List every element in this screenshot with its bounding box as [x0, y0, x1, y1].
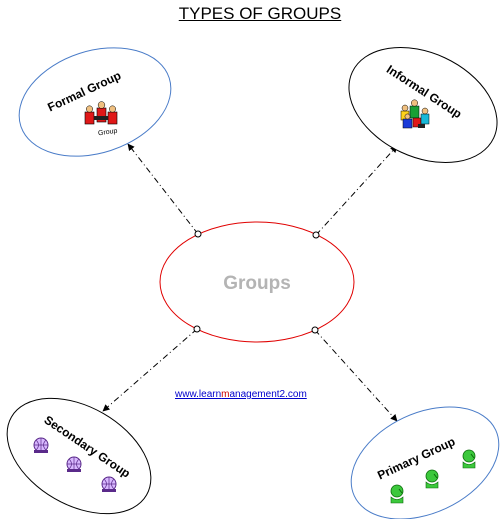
connector-formal — [127, 143, 199, 235]
formal-group-people-icon — [84, 101, 118, 125]
formal-group-badge: Group — [98, 128, 118, 138]
connection-point-upper-left — [194, 230, 202, 238]
formal-group-ellipse — [18, 47, 172, 157]
connectors — [102, 143, 398, 422]
link-part-m: m — [221, 389, 230, 400]
connector-primary — [314, 329, 398, 422]
website-link[interactable]: www.learnmanagement2.com — [175, 389, 307, 400]
link-part-learn: learn — [198, 389, 222, 400]
primary-group-node: Primary Group — [350, 406, 500, 519]
informal-group-node: Informal Group — [348, 46, 498, 164]
center-ellipse — [159, 221, 355, 343]
connector-informal — [315, 145, 398, 236]
center-label: Groups — [223, 273, 291, 294]
green-person-icon — [425, 469, 439, 489]
connection-points — [193, 230, 320, 334]
green-person-icon — [390, 484, 404, 504]
primary-group-ellipse — [350, 406, 500, 519]
connection-point-lower-right — [311, 326, 319, 334]
purple-globe-icon — [66, 456, 82, 472]
informal-group-people-icon — [400, 99, 430, 129]
link-part-rest: anagement2.com — [229, 389, 307, 400]
formal-group-node: Formal Group Group — [18, 47, 172, 157]
connection-point-upper-right — [312, 231, 320, 239]
link-prefix: www. — [175, 389, 199, 400]
green-person-icon — [462, 449, 476, 469]
secondary-group-node: Secondary Group — [6, 397, 152, 515]
purple-globe-icon — [33, 437, 49, 453]
center-node: Groups — [159, 221, 355, 343]
page-title: TYPES OF GROUPS — [178, 4, 342, 23]
connection-point-lower-left — [193, 325, 201, 333]
informal-group-ellipse — [348, 46, 498, 164]
purple-globe-icon — [101, 476, 117, 492]
